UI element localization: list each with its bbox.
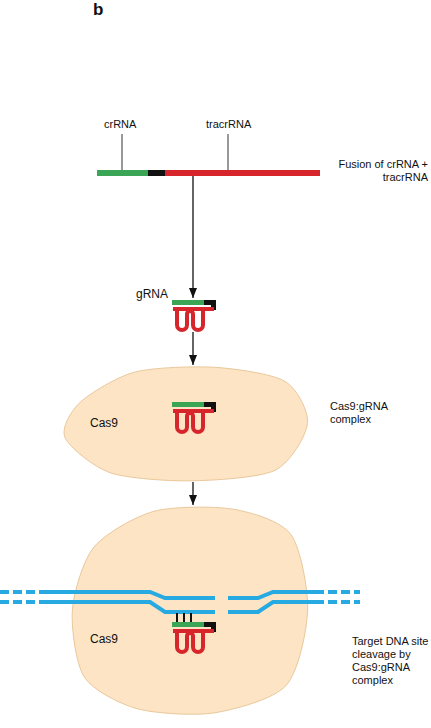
- node-shape: [60, 365, 310, 482]
- linker-segment: [204, 622, 216, 627]
- grna-symbol: [172, 402, 216, 432]
- panel-letter: b: [93, 3, 103, 16]
- part-name: crRNA: [104, 118, 136, 131]
- dna-strand-dashed: [0, 592, 360, 602]
- crrna-segment: [97, 170, 148, 176]
- linker-segment: [211, 622, 216, 632]
- cas9-complex: Cas9Cas9:gRNA complex: [60, 365, 310, 482]
- linker-segment: [148, 170, 165, 176]
- tracrrna-hairpin: [173, 309, 214, 330]
- grna-symbol: [172, 622, 216, 652]
- node-caption: Target DNA site cleavage by Cas9:gRNA co…: [352, 635, 429, 687]
- crrna-segment: [172, 402, 204, 407]
- grna-symbol: [172, 300, 216, 330]
- tracrrna-hairpin: [173, 631, 214, 652]
- crrna-segment: [172, 300, 204, 305]
- protein-blob: [64, 367, 308, 481]
- dna-strand: [45, 592, 315, 598]
- node-shape: [170, 298, 218, 332]
- node-caption: Fusion of crRNA + tracrRNA: [328, 158, 428, 184]
- protein-label: Cas9: [90, 417, 130, 430]
- crrna-segment: [172, 622, 204, 627]
- leader-line: [228, 134, 229, 170]
- flow-arrow: [192, 332, 193, 365]
- linker-segment: [211, 300, 216, 310]
- base-pairing: [177, 613, 191, 622]
- linker-segment: [204, 402, 216, 407]
- node-shape: [97, 170, 320, 176]
- node-label: gRNA: [136, 288, 176, 301]
- tracrrna-segment: [165, 170, 320, 176]
- leader-line: [122, 134, 123, 170]
- flow-arrow: [192, 482, 193, 505]
- node-caption: Cas9:gRNA complex: [330, 400, 405, 426]
- dna-strand: [45, 602, 315, 612]
- protein-blob: [72, 507, 307, 714]
- cas9-cleavage-complex: Cas9Target DNA site cleavage by Cas9:gRN…: [70, 505, 310, 715]
- protein-label: Cas9: [90, 633, 130, 646]
- node-shape: [70, 505, 310, 715]
- linker-segment: [204, 300, 216, 305]
- fusion-rna: Fusion of crRNA + tracrRNA: [97, 170, 320, 176]
- grna-molecule: gRNA: [170, 298, 218, 332]
- part-name: tracrRNA: [206, 118, 251, 131]
- flow-arrow: [192, 176, 193, 298]
- linker-segment: [211, 402, 216, 412]
- tracrrna-hairpin: [173, 411, 214, 432]
